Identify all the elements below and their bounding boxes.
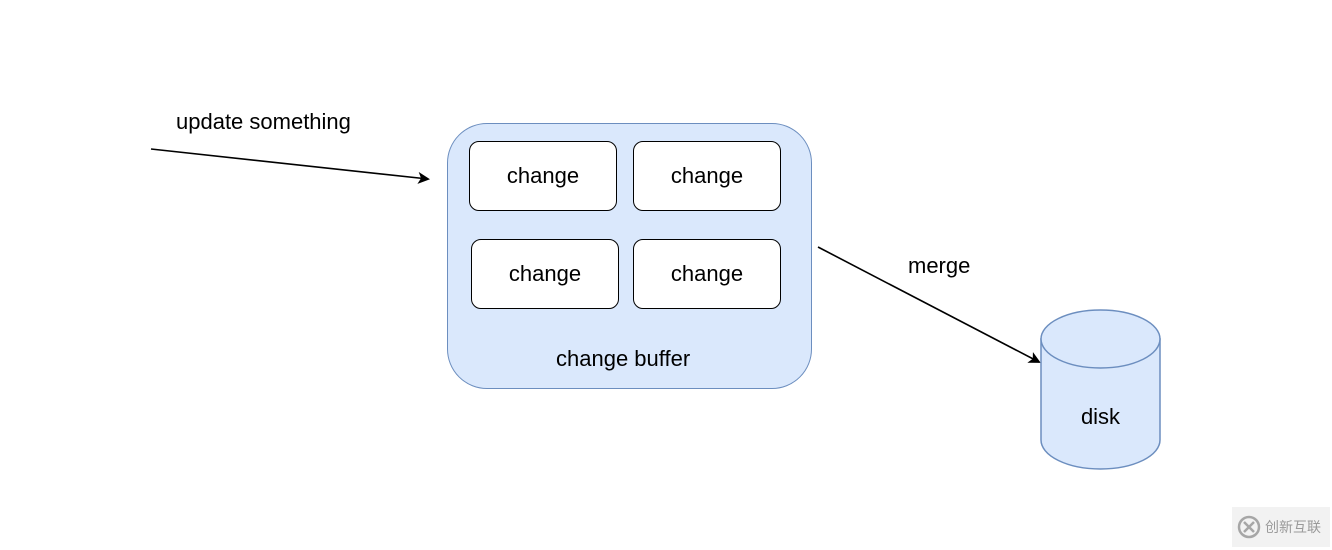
change-box: change <box>633 239 781 309</box>
disk-icon <box>1040 309 1161 470</box>
disk-label: disk <box>1080 404 1121 429</box>
change-box: change <box>633 141 781 211</box>
logo-icon <box>1237 515 1261 539</box>
watermark: 创新互联 <box>1232 507 1330 547</box>
change-buffer-label: change buffer <box>556 346 691 371</box>
change-box: change <box>471 239 619 309</box>
merge-label: merge <box>908 253 971 278</box>
change-box: change <box>469 141 617 211</box>
update-arrow <box>150 148 430 184</box>
watermark-text: 创新互联 <box>1265 520 1321 536</box>
merge-arrow <box>817 246 1041 363</box>
update-label: update something <box>176 109 351 134</box>
